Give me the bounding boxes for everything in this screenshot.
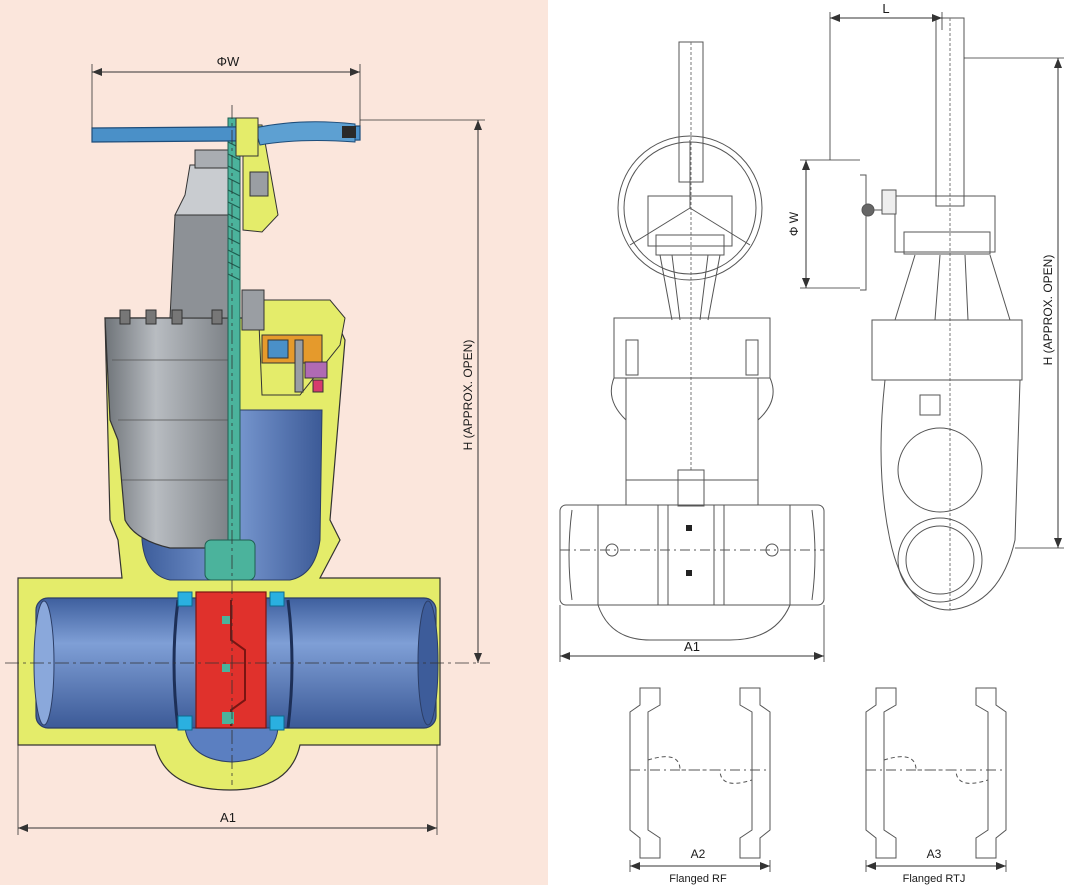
label-height-open-side: H (APPROX. OPEN) xyxy=(1041,255,1055,366)
dim-height-open-side: H (APPROX. OPEN) xyxy=(964,57,1064,549)
label-a1-left: A1 xyxy=(220,810,236,825)
dim-a1-right: A1 xyxy=(559,605,825,662)
label-length-l: L xyxy=(882,1,889,16)
label-flanged-rtj: Flanged RTJ xyxy=(903,873,966,885)
label-a2: A2 xyxy=(691,847,706,861)
dim-a2: A2 Flanged RF xyxy=(629,847,771,885)
dim-a3: A3 Flanged RTJ xyxy=(865,847,1007,885)
dim-height-open: H (APPROX. OPEN) xyxy=(360,119,485,663)
flanged-rf-detail xyxy=(629,687,771,859)
front-elevation xyxy=(559,41,825,641)
stem xyxy=(227,117,241,549)
dim-a1-left: A1 xyxy=(17,745,438,835)
cutaway-panel: ΦW H (APPROX. OPEN) A1 xyxy=(0,0,548,885)
gate-detail-marks xyxy=(686,525,692,576)
flanged-rtj-detail xyxy=(865,687,1007,859)
handwheel xyxy=(91,117,361,197)
bonnet xyxy=(104,149,236,549)
dim-length-l: L xyxy=(829,1,943,160)
dim-gear-wheel-diameter: Φ W xyxy=(787,159,860,289)
side-elevation xyxy=(860,17,1023,611)
label-a1-right: A1 xyxy=(684,639,700,654)
packing-gland xyxy=(241,289,328,393)
label-gear-wheel-diameter: Φ W xyxy=(787,211,801,236)
label-flanged-rf: Flanged RF xyxy=(669,873,727,885)
label-height-open: H (APPROX. OPEN) xyxy=(461,340,475,451)
dim-handwheel-diameter: ΦW xyxy=(91,54,361,128)
gate-disc xyxy=(177,539,285,731)
label-handwheel-diameter: ΦW xyxy=(217,54,240,69)
label-a3: A3 xyxy=(927,847,942,861)
